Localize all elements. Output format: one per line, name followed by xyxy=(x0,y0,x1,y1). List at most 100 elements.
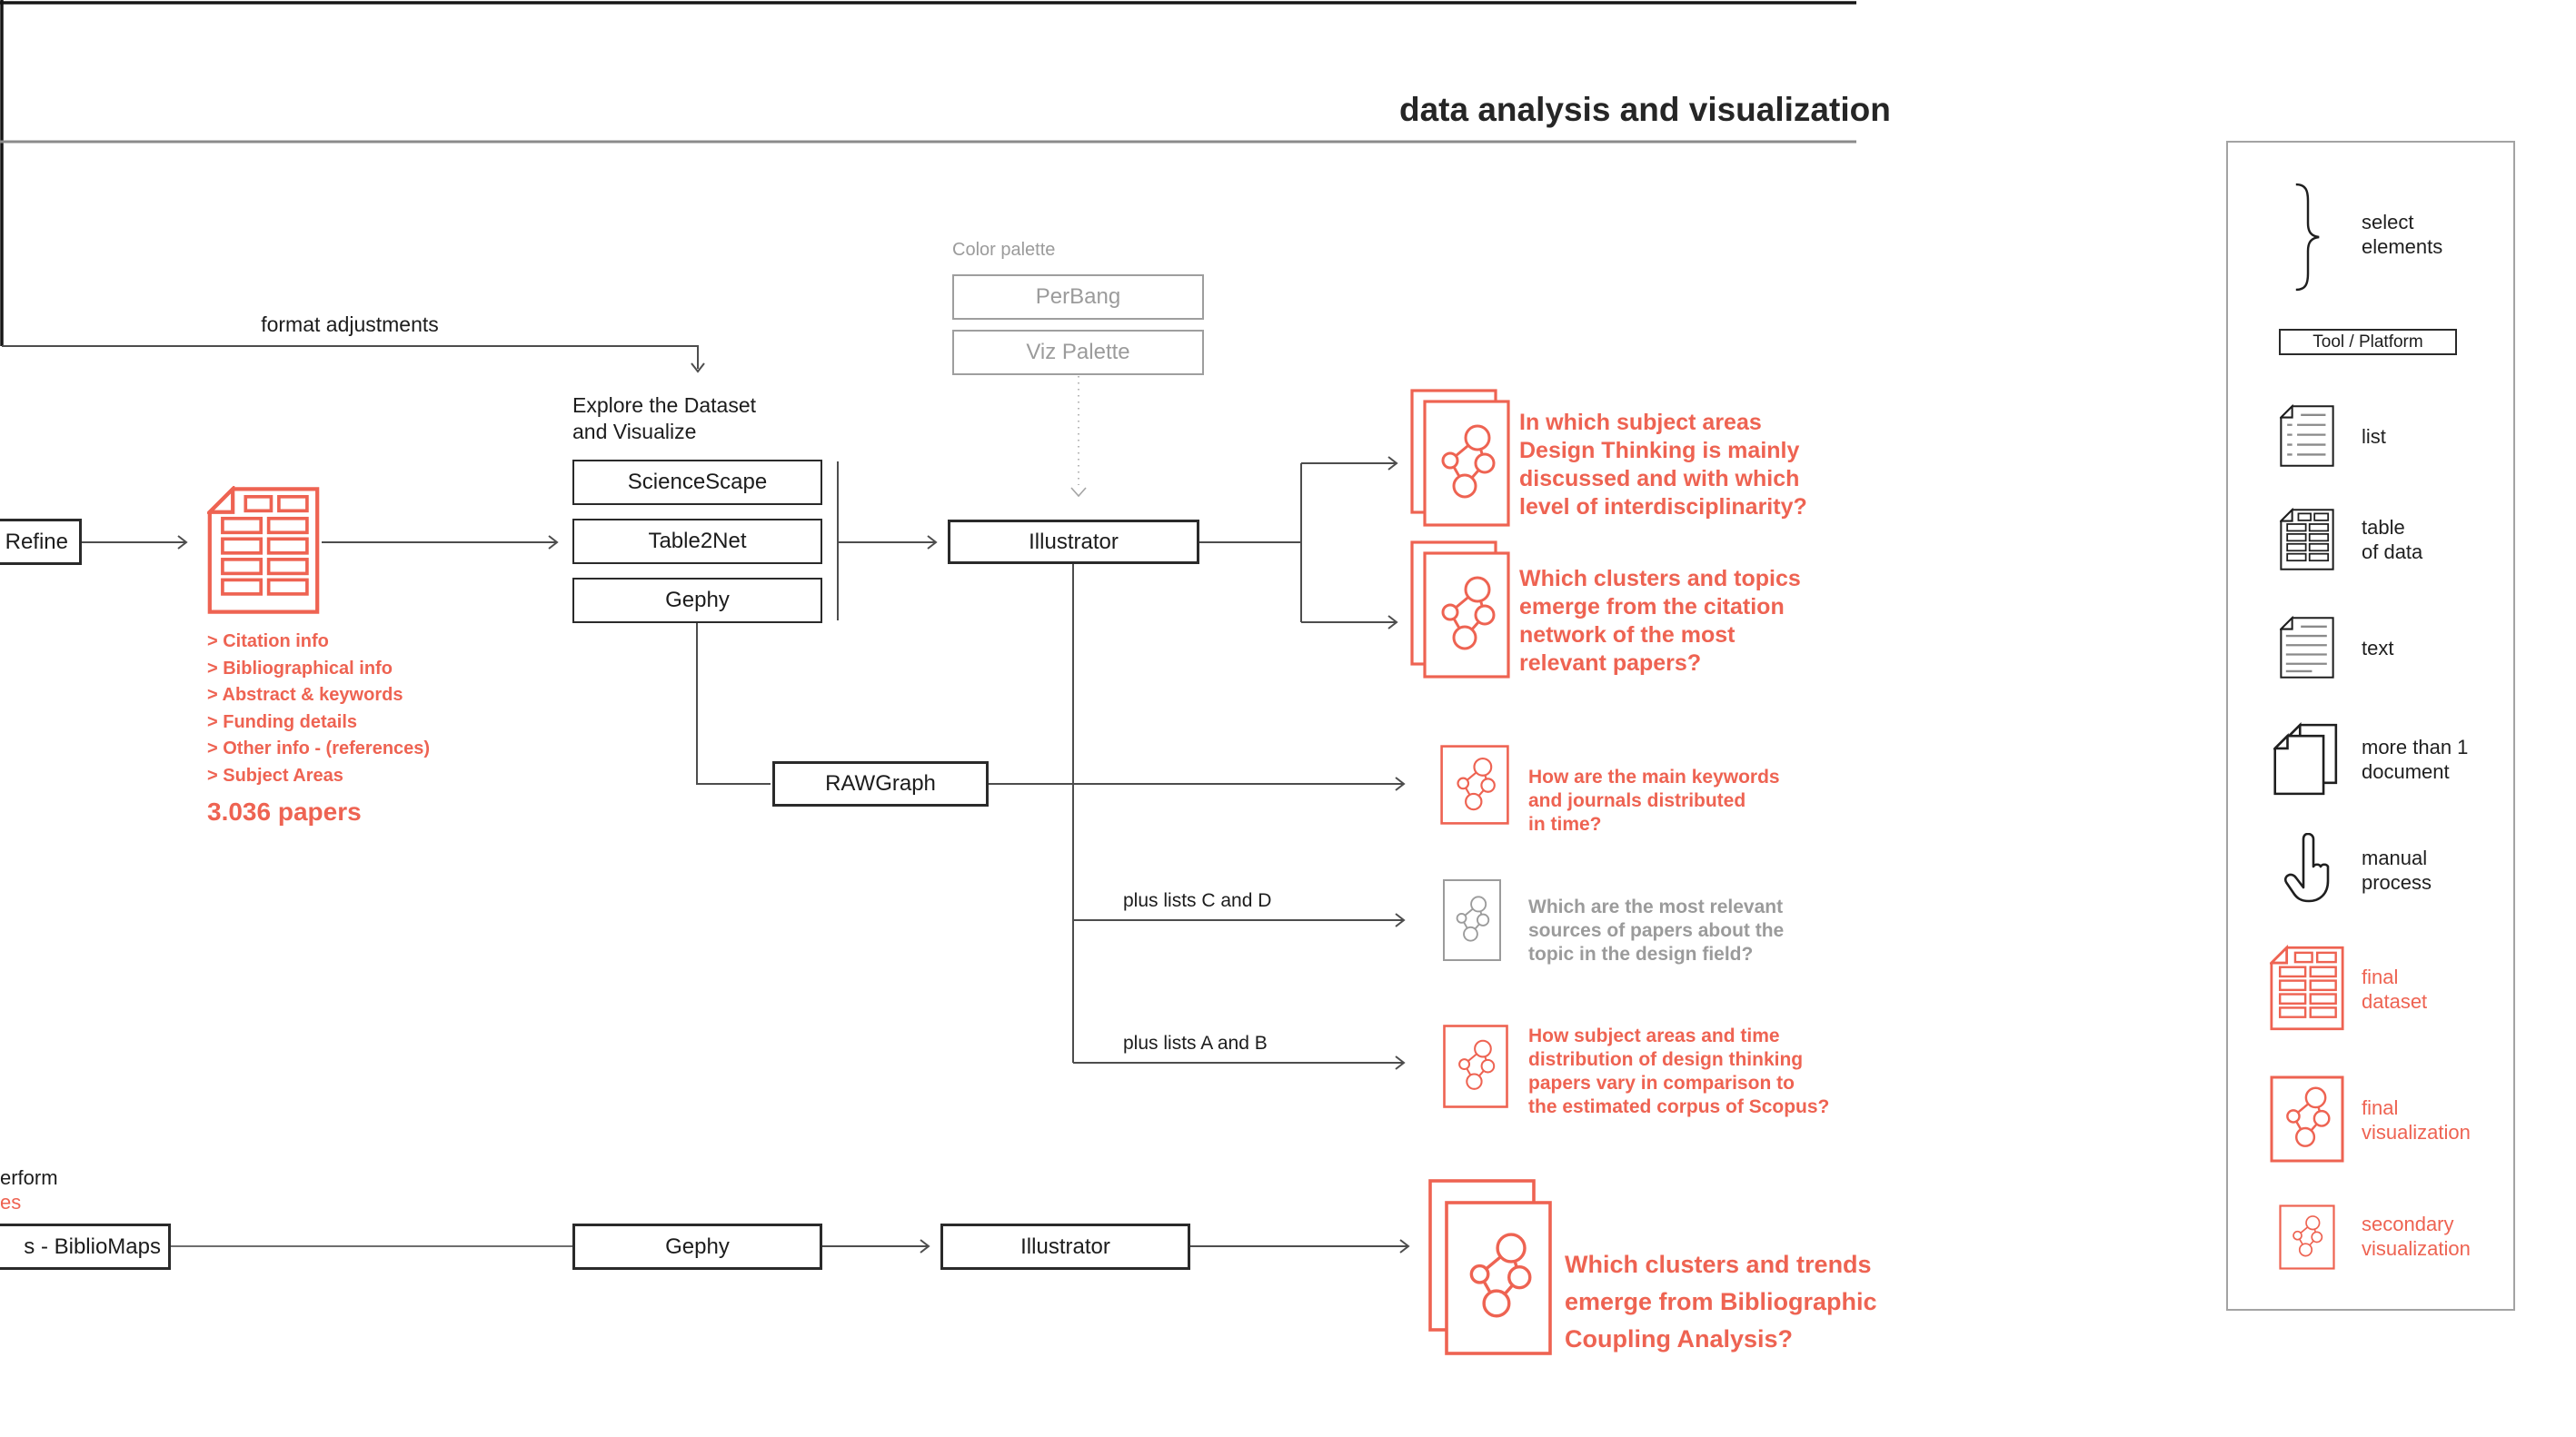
legend-label-line: of data xyxy=(2362,540,2423,563)
question-line: How subject areas and time xyxy=(1528,1026,1780,1046)
legend-label-line: text xyxy=(2362,637,2394,659)
perbang-label: PerBang xyxy=(1035,284,1121,309)
question-q3: How are the main keywords and journals d… xyxy=(1528,766,1780,837)
viz-palette-node: Viz Palette xyxy=(952,330,1204,375)
legend-label: secondary visualization xyxy=(2362,1212,2471,1261)
gephy-label: Gephy xyxy=(665,588,730,612)
dataset-field: > Funding details xyxy=(207,711,358,732)
tool-platform-label: Tool / Platform xyxy=(2312,332,2423,352)
manual-process-hand-icon xyxy=(2270,833,2344,904)
legend-panel: select elements Tool / Platform list xyxy=(2226,141,2515,1311)
more-than-1-document-icon xyxy=(2270,722,2344,797)
legend-item-list: list xyxy=(2228,404,2513,468)
plus-lists-ab-label: plus lists A and B xyxy=(1123,1033,1268,1054)
legend-label-line: visualization xyxy=(2362,1237,2471,1260)
explore-label: Explore the Dataset and Visualize xyxy=(572,392,756,445)
legend-label: table of data xyxy=(2362,515,2422,564)
legend-item-more-than-1-document: more than 1 document xyxy=(2228,722,2513,797)
question-q2: Which clusters and topics emerge from th… xyxy=(1519,565,1801,678)
final-dataset-icon xyxy=(207,486,320,615)
final-visualization-multi-icon xyxy=(1428,1179,1552,1357)
legend-item-secondary-visualization: secondary visualization xyxy=(2228,1204,2513,1271)
illustrator-label: Illustrator xyxy=(1029,529,1119,554)
legend-item-final-dataset: final dataset xyxy=(2228,945,2513,1034)
papers-count: 3.036 papers xyxy=(207,798,362,826)
legend-item-manual-process: manual process xyxy=(2228,833,2513,907)
rawgraph-label: RAWGraph xyxy=(825,771,936,796)
question-q4: Which are the most relevant sources of p… xyxy=(1528,896,1784,966)
question-line: network of the most xyxy=(1519,622,1736,648)
dataset-field: > Bibliographical info xyxy=(207,658,393,679)
refine-label: Refine xyxy=(5,529,68,554)
question-line: Coupling Analysis? xyxy=(1565,1325,1794,1353)
illustrator-bottom-label: Illustrator xyxy=(1020,1234,1110,1259)
table2net-label: Table2Net xyxy=(648,529,747,553)
tool-platform-box: Tool / Platform xyxy=(2279,329,2457,355)
final-visualization-multi-icon xyxy=(1410,389,1510,527)
legend-label: final dataset xyxy=(2362,965,2427,1014)
legend-label-line: list xyxy=(2362,425,2386,448)
question-line: Which are the most relevant xyxy=(1528,897,1784,917)
perbang-node: PerBang xyxy=(952,274,1204,320)
question-line: the estimated corpus of Scopus? xyxy=(1528,1096,1830,1117)
secondary-visualization-icon xyxy=(1440,745,1509,825)
question-line: Which clusters and topics xyxy=(1519,566,1801,591)
secondary-visualization-gray-icon xyxy=(1443,879,1501,961)
legend-label: manual process xyxy=(2362,846,2432,895)
page-title: data analysis and visualization xyxy=(1399,91,1891,128)
legend-label: select elements xyxy=(2362,210,2442,259)
legend-label: final visualization xyxy=(2362,1095,2471,1145)
color-palette-label: Color palette xyxy=(952,240,1056,260)
explore-label-line2: and Visualize xyxy=(572,420,697,443)
question-line: distribution of design thinking xyxy=(1528,1049,1804,1070)
dataset-fields-list: > Citation info > Bibliographical info >… xyxy=(207,629,430,789)
question-line: level of interdisciplinarity? xyxy=(1519,494,1807,520)
legend-label-line: more than 1 xyxy=(2362,736,2469,758)
bibliomaps-node: s - BiblioMaps xyxy=(0,1224,171,1270)
question-q5: How subject areas and time distribution … xyxy=(1528,1025,1829,1119)
legend-item-final-visualization: final visualization xyxy=(2228,1075,2513,1164)
bibliomaps-label: s - BiblioMaps xyxy=(24,1234,161,1259)
table-of-data-icon xyxy=(2270,508,2344,571)
refine-node: Refine xyxy=(0,519,82,565)
final-visualization-icon xyxy=(2270,1075,2344,1163)
legend-label: more than 1 document xyxy=(2362,735,2468,784)
question-line: and journals distributed xyxy=(1528,790,1746,811)
legend-label-line: select xyxy=(2362,211,2414,233)
question-line: Design Thinking is mainly xyxy=(1519,438,1800,463)
dataset-field: > Other info - (references) xyxy=(207,738,431,758)
legend-label: list xyxy=(2362,424,2386,449)
legend-label-line: process xyxy=(2362,871,2432,894)
dataset-field: > Abstract & keywords xyxy=(207,685,403,705)
final-dataset-icon xyxy=(2270,945,2344,1032)
rawgraph-node: RAWGraph xyxy=(772,761,989,807)
sciencescape-node: ScienceScape xyxy=(572,460,822,505)
question-line: emerge from the citation xyxy=(1519,594,1785,619)
gephy-bottom-node: Gephy xyxy=(572,1224,822,1270)
dataset-field: > Subject Areas xyxy=(207,765,343,786)
partial-red-text: es xyxy=(0,1191,22,1214)
legend-label-line: table xyxy=(2362,516,2405,539)
viz-palette-label: Viz Palette xyxy=(1026,340,1130,364)
legend-item-text: text xyxy=(2228,616,2513,679)
sciencescape-label: ScienceScape xyxy=(627,470,768,494)
format-adjustments-label: format adjustments xyxy=(261,312,439,336)
plus-lists-cd-label: plus lists C and D xyxy=(1123,890,1272,911)
legend-label-line: secondary xyxy=(2362,1213,2454,1235)
partial-platform-text: erform xyxy=(0,1166,58,1189)
final-visualization-multi-icon xyxy=(1410,540,1510,679)
brace-icon xyxy=(2270,183,2344,292)
table2net-node: Table2Net xyxy=(572,519,822,564)
legend-label-line: visualization xyxy=(2362,1121,2471,1144)
gephy-node: Gephy xyxy=(572,578,822,623)
question-line: In which subject areas xyxy=(1519,410,1762,435)
question-line: Which clusters and trends xyxy=(1565,1251,1872,1278)
secondary-visualization-icon xyxy=(1443,1025,1508,1108)
legend-label-line: manual xyxy=(2362,847,2428,869)
list-icon xyxy=(2270,404,2344,468)
legend-item-table-of-data: table of data xyxy=(2228,508,2513,573)
legend-label-line: dataset xyxy=(2362,990,2428,1013)
legend-item-select-elements: select elements xyxy=(2228,179,2513,292)
legend-item-tool-platform: Tool / Platform xyxy=(2228,329,2513,356)
